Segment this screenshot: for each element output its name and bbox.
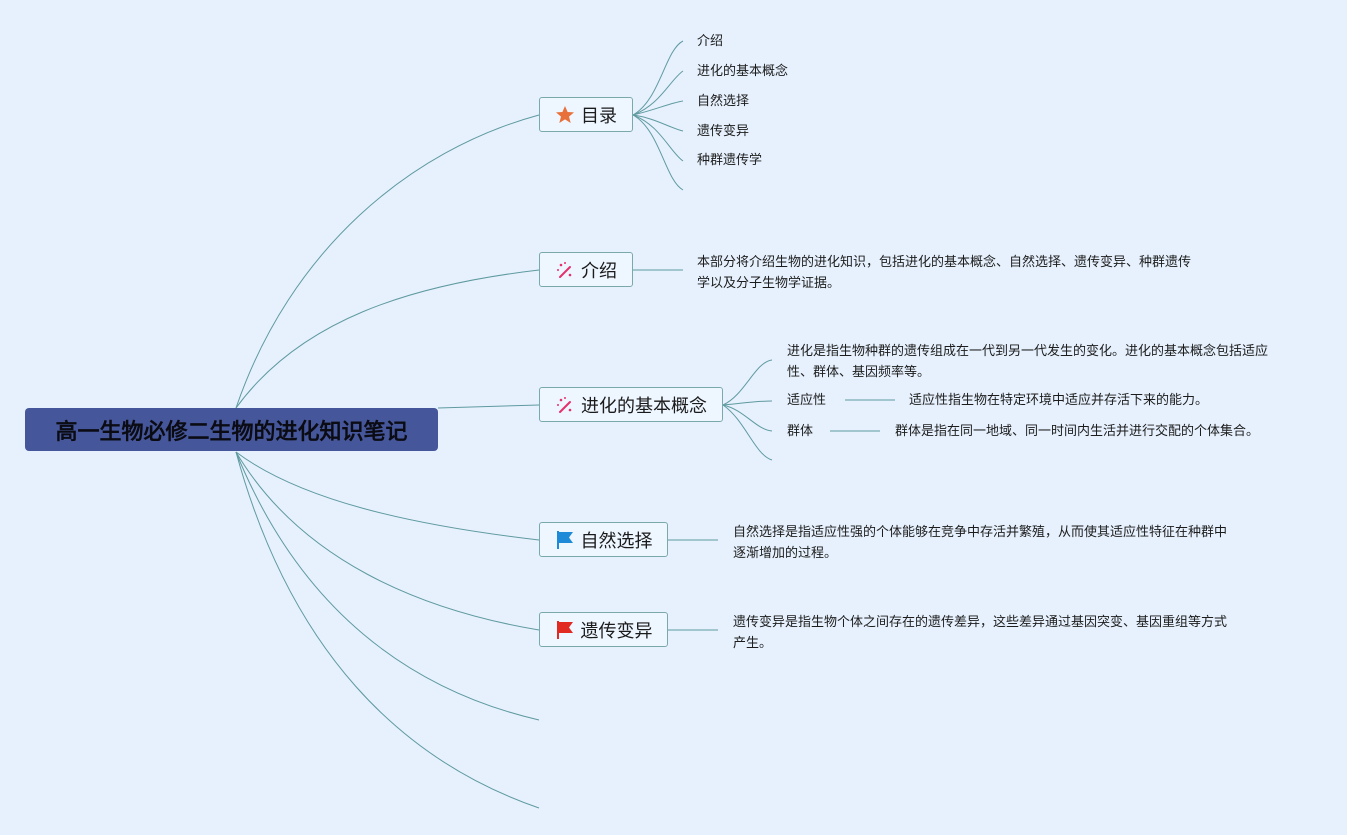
connector-toc-5 <box>632 114 684 162</box>
red-flag-icon <box>555 620 575 640</box>
toc-item-2[interactable]: 进化的基本概念 <box>697 64 789 79</box>
branch-concepts-label: 进化的基本概念 <box>581 395 707 417</box>
branch-intro[interactable]: 介绍 <box>539 252 633 287</box>
magic-wand-icon <box>555 260 575 280</box>
concepts-group-text[interactable]: 群体是指在同一地域、同一时间内生活并进行交配的个体集合。 <box>895 424 1260 439</box>
connector-toc-1 <box>632 40 684 116</box>
connector-toc-6 <box>632 114 684 191</box>
concepts-text[interactable]: 进化是指生物种群的遗传组成在一代到另一代发生的变化。进化的基本概念包括适应性、群… <box>787 344 1269 380</box>
selection-text[interactable]: 自然选择是指适应性强的个体能够在竞争中存活并繁殖，从而使其适应性特征在种群中逐渐… <box>733 525 1228 561</box>
connector-concepts-adapt <box>722 400 773 406</box>
connector-concepts-empty <box>722 404 773 461</box>
branch-selection[interactable]: 自然选择 <box>539 522 668 557</box>
branch-selection-label: 自然选择 <box>580 530 653 552</box>
branch-variation-label: 遗传变异 <box>580 620 653 642</box>
root-topic[interactable]: 高一生物必修二生物的进化知识笔记 <box>25 408 438 451</box>
concepts-adapt-text[interactable]: 适应性指生物在特定环境中适应并存活下来的能力。 <box>909 393 1209 408</box>
blue-flag-icon <box>555 530 575 550</box>
connector-concepts-group <box>722 404 773 432</box>
concepts-adapt-label[interactable]: 适应性 <box>787 393 827 408</box>
connector-root-empty-2 <box>235 451 540 809</box>
connector-concepts-text <box>722 359 773 406</box>
variation-text[interactable]: 遗传变异是指生物个体之间存在的遗传差异，这些差异通过基因突变、基因重组等方式产生… <box>733 615 1228 651</box>
connector-root-variation <box>235 451 540 631</box>
branch-intro-label: 介绍 <box>581 260 617 282</box>
branch-toc[interactable]: 目录 <box>539 97 633 132</box>
connector-toc-2 <box>632 70 684 116</box>
concepts-group-label[interactable]: 群体 <box>787 424 814 439</box>
intro-text[interactable]: 本部分将介绍生物的进化知识，包括进化的基本概念、自然选择、遗传变异、种群遗传学以… <box>697 255 1192 291</box>
connector-root-empty-1 <box>235 451 540 721</box>
toc-item-4[interactable]: 遗传变异 <box>697 124 750 139</box>
root-title: 高一生物必修二生物的进化知识笔记 <box>55 419 408 445</box>
connector-toc-3 <box>632 100 684 116</box>
toc-item-5[interactable]: 种群遗传学 <box>697 153 763 168</box>
branch-concepts[interactable]: 进化的基本概念 <box>539 387 723 422</box>
magic-wand-icon <box>555 395 575 415</box>
branch-toc-label: 目录 <box>581 105 617 127</box>
star-icon <box>555 105 575 125</box>
connector-root-concepts <box>437 404 540 409</box>
connector-root-intro <box>235 269 540 409</box>
connector-root-toc <box>235 114 540 409</box>
connector-toc-4 <box>632 114 684 132</box>
toc-item-3[interactable]: 自然选择 <box>697 94 750 109</box>
branch-variation[interactable]: 遗传变异 <box>539 612 668 647</box>
toc-item-1[interactable]: 介绍 <box>697 34 724 49</box>
connector-root-selection <box>235 451 540 541</box>
